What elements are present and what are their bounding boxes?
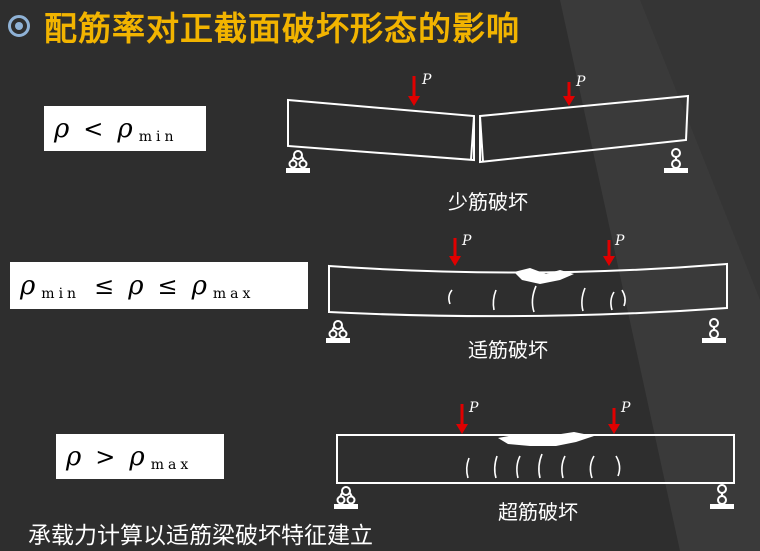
load-label: P [620, 400, 631, 416]
formula-under-reinforced: ρ < ρ min [44, 106, 206, 151]
failure-label-over-reinforced: 超筋破坏 [498, 500, 578, 524]
formula-symbol: ρ [20, 270, 36, 301]
formula-symbol: ρ [128, 270, 144, 301]
failure-label-under-reinforced: 少筋破坏 [448, 190, 528, 214]
load-arrow-icon [449, 238, 615, 266]
pin-support-icon [333, 486, 359, 510]
load-label: P [614, 233, 625, 249]
formula-operator: ≤ [94, 271, 115, 300]
formula-symbol: ρ [117, 113, 133, 144]
roller-support-icon [701, 318, 727, 344]
beam-balanced [325, 262, 728, 344]
formula-operator: < [83, 114, 104, 143]
load-arrow-icon [456, 404, 620, 434]
formula-symbol: ρ [54, 113, 70, 144]
beam-under-reinforced [285, 94, 690, 174]
formula-subscript: min [41, 285, 81, 302]
load-label: P [575, 74, 586, 90]
formula-operator: > [95, 442, 116, 471]
footer-note: 承载力计算以适筋梁破坏特征建立 [28, 523, 373, 549]
slide-title: 配筋率对正截面破坏形态的影响 [44, 9, 520, 48]
formula-subscript: max [150, 456, 193, 473]
pin-support-icon [325, 320, 351, 344]
load-label: P [461, 233, 472, 249]
formula-symbol: ρ [191, 270, 207, 301]
roller-support-icon [709, 484, 735, 510]
title-row: 配筋率对正截面破坏形态的影响 [8, 6, 520, 48]
formula-balanced: ρ min ≤ ρ ≤ ρ max [10, 262, 308, 309]
circle-bullet-icon [8, 15, 30, 37]
load-label: P [421, 72, 432, 88]
failure-label-balanced: 适筋破坏 [468, 338, 548, 362]
beam-over-reinforced [333, 432, 735, 510]
pin-support-icon [285, 150, 311, 174]
formula-subscript: min [138, 128, 178, 145]
formula-symbol: ρ [66, 441, 82, 472]
formula-over-reinforced: ρ > ρ max [56, 434, 224, 479]
formula-subscript: max [212, 285, 255, 302]
load-label: P [468, 400, 479, 416]
load-arrow-icon [408, 76, 575, 106]
roller-support-icon [663, 148, 689, 174]
formula-symbol: ρ [129, 441, 145, 472]
formula-operator: ≤ [157, 271, 178, 300]
